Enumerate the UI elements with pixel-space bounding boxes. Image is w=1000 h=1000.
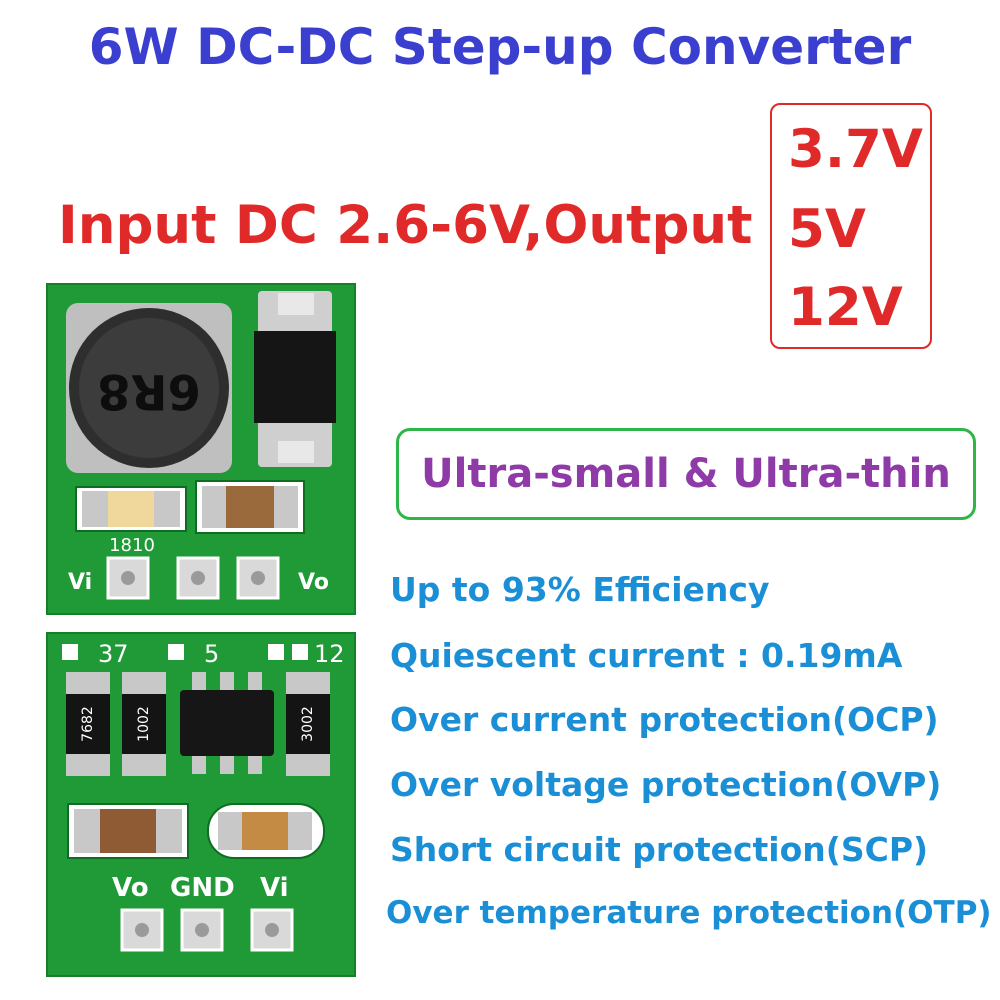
output-voltage-box: 3.7V 5V 12V — [770, 103, 932, 349]
spec-scp: Short circuit protection(SCP) — [390, 830, 929, 869]
page-title: 6W DC-DC Step-up Converter — [88, 18, 912, 76]
pcb-bottom-side-photo: 37 5 12 7682 1002 3002 Vo G — [46, 632, 356, 977]
pin-label-vo-bottom: Vo — [112, 873, 149, 903]
resistor-1-marking: 7682 — [80, 706, 96, 742]
spec-ocp: Over current protection(OCP) — [390, 700, 939, 739]
inductor-marking: 6R8 — [97, 363, 201, 419]
resistor-3: 3002 — [286, 672, 330, 776]
jumper-label-37: 37 — [98, 640, 129, 668]
pin-pads-top — [106, 556, 280, 600]
capacitor-marking: 1810 — [109, 535, 155, 556]
output-voltage-3v7: 3.7V — [788, 119, 923, 180]
ic-chip — [180, 672, 274, 774]
resistor-2-marking: 1002 — [136, 706, 152, 742]
spec-quiescent-current: Quiescent current : 0.19mA — [390, 636, 903, 675]
resistor-2: 1002 — [122, 672, 166, 776]
capacitor-left — [75, 486, 187, 532]
resistor-3-marking: 3002 — [300, 706, 316, 742]
pin-label-vo-top: Vo — [298, 570, 329, 595]
diode — [254, 291, 336, 467]
jumper-label-12: 12 — [314, 640, 345, 668]
jumper-pads — [62, 644, 308, 660]
pin-label-gnd-bottom: GND — [170, 873, 235, 903]
capacitor-bottom-left — [67, 803, 189, 859]
spec-ovp: Over voltage protection(OVP) — [390, 765, 942, 804]
pin-pads-bottom — [120, 908, 294, 952]
output-voltage-12v: 12V — [788, 277, 903, 338]
input-voltage-text: Input DC 2.6-6V,Output — [58, 195, 753, 256]
inductor: 6R8 — [66, 303, 232, 473]
jumper-label-5: 5 — [204, 640, 219, 668]
spec-otp: Over temperature protection(OTP) — [386, 895, 992, 931]
resistor-1: 7682 — [66, 672, 110, 776]
pin-label-vi-top: Vi — [68, 570, 92, 595]
capacitor-bottom-right — [207, 803, 325, 859]
output-voltage-5v: 5V — [788, 199, 866, 260]
pcb-top-side-photo: 6R8 1810 Vi Vo — [46, 283, 356, 615]
pin-label-vi-bottom: Vi — [260, 873, 289, 903]
feature-tag: Ultra-small & Ultra-thin — [396, 428, 976, 520]
spec-efficiency: Up to 93% Efficiency — [390, 570, 770, 609]
capacitor-right — [195, 480, 305, 534]
